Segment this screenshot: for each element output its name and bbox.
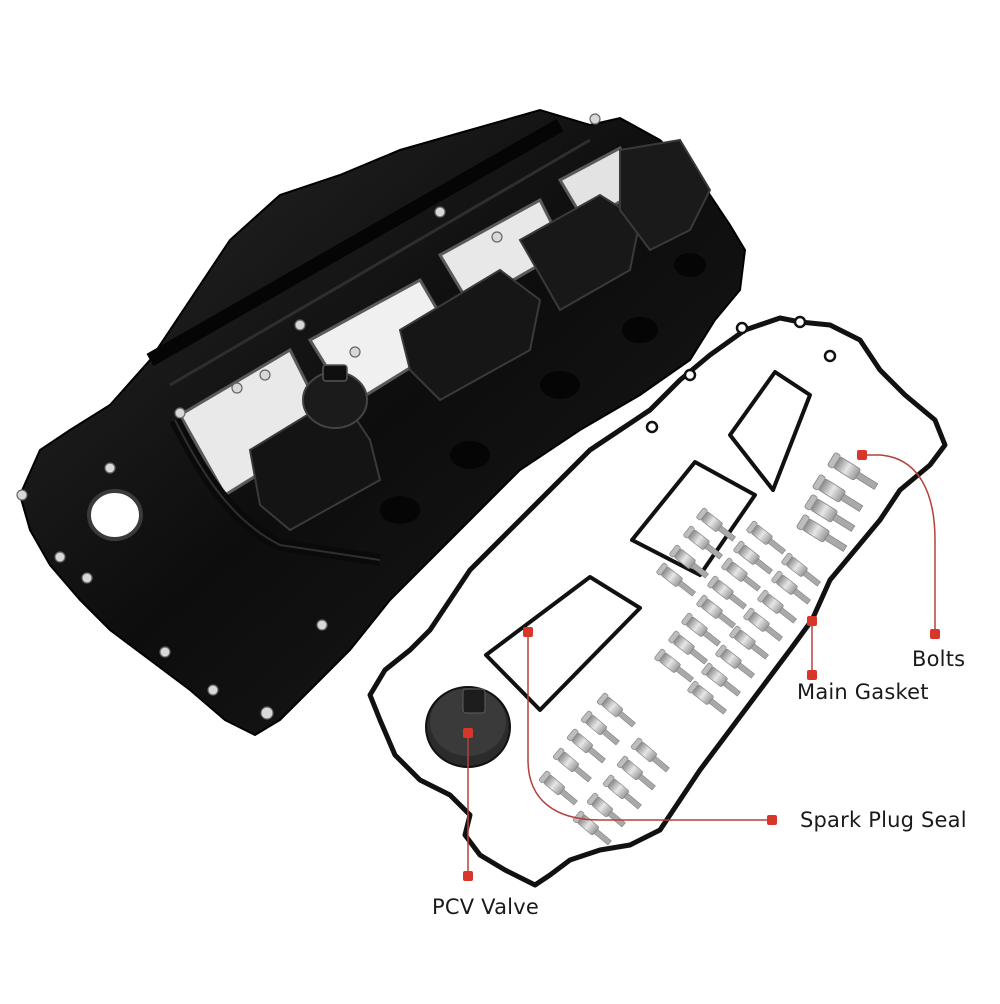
spark-plug-seals	[484, 370, 812, 712]
spark-plug-seal-marker-start	[523, 627, 533, 637]
spark-plug-seal-marker-end	[767, 815, 777, 825]
valve-cover	[16, 108, 747, 737]
pcv-valve-cap	[425, 686, 511, 768]
gasket-tabs	[645, 315, 837, 434]
callout-lines	[467, 454, 936, 877]
bolts-label: Bolts	[912, 647, 966, 671]
main-gasket-marker-start	[807, 616, 817, 626]
pcv-valve-label: PCV Valve	[432, 895, 539, 919]
bolts-marker-end	[930, 629, 940, 639]
spark-plug-seal-label: Spark Plug Seal	[800, 808, 967, 832]
bolt-group-short	[538, 692, 673, 849]
main-gasket-label: Main Gasket	[797, 680, 929, 704]
main-gasket-marker-end	[807, 670, 817, 680]
pcv-valve-marker-start	[463, 728, 473, 738]
bolts-marker-start	[857, 450, 867, 460]
callout-markers	[463, 450, 940, 881]
pcv-valve-marker-end	[463, 871, 473, 881]
main-gasket-shape	[367, 315, 948, 888]
bolt-group-long	[795, 451, 881, 556]
